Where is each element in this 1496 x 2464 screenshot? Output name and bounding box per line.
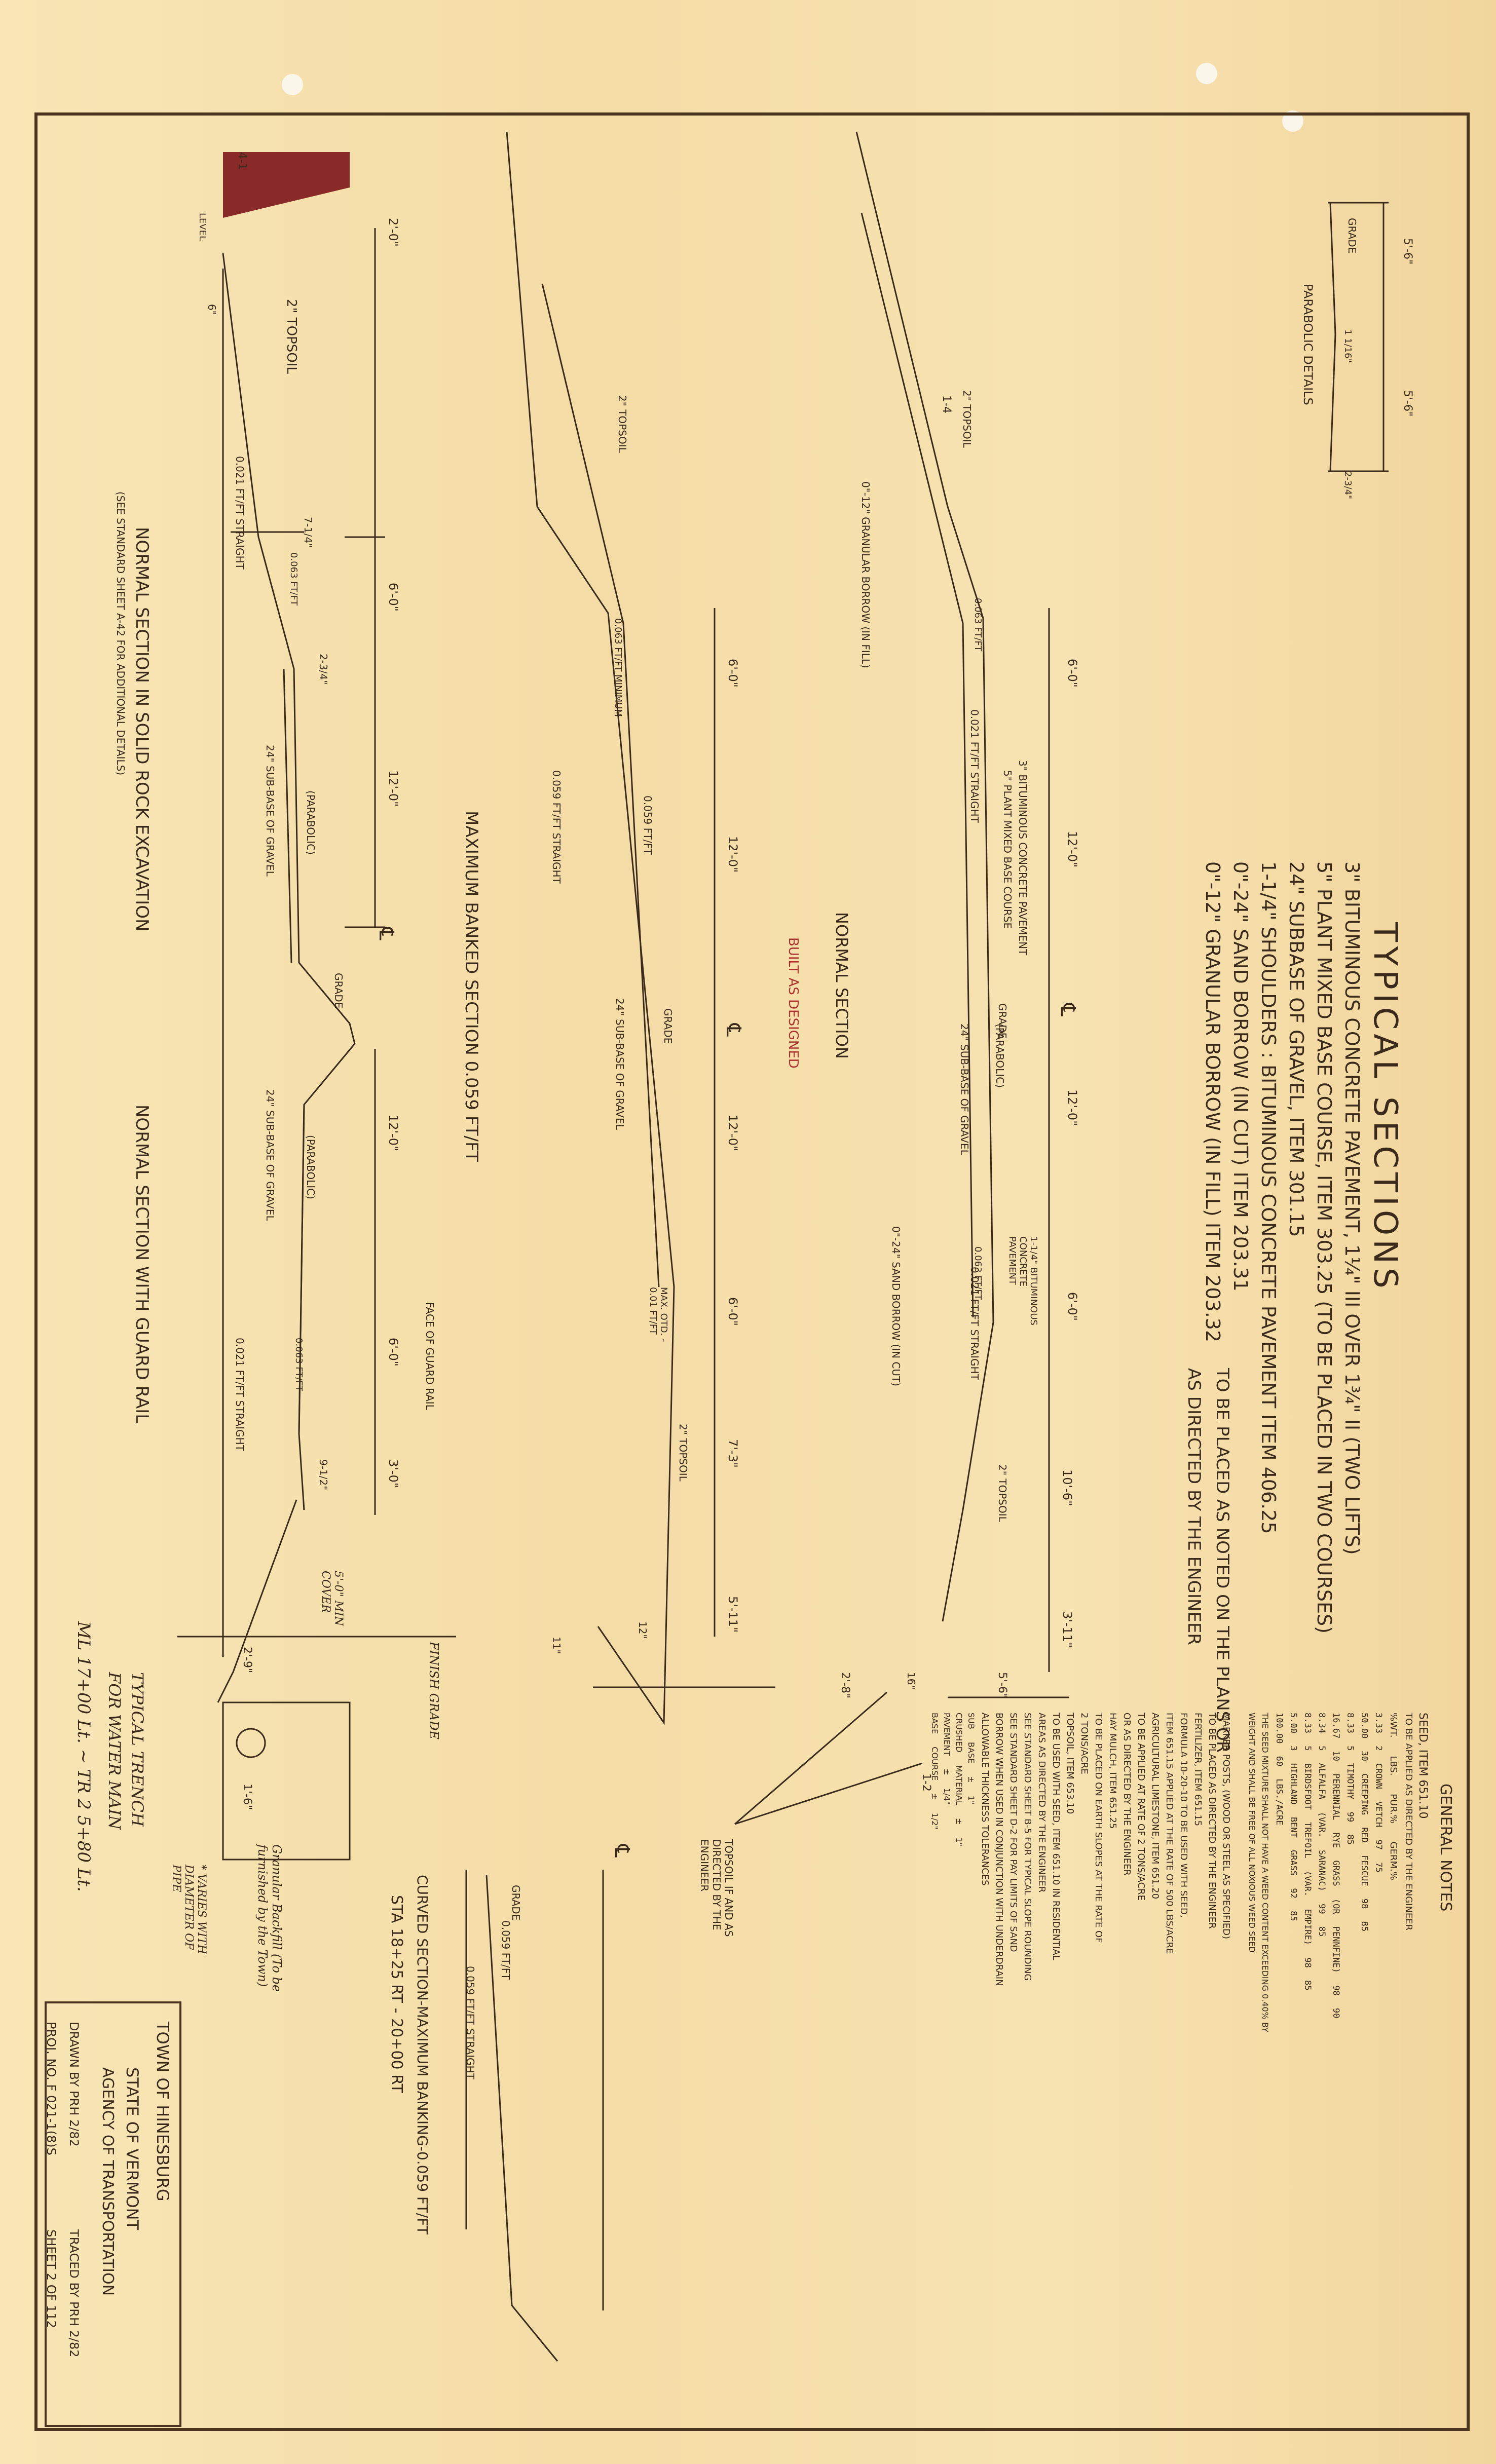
- title-block: [45, 2001, 181, 2427]
- drawing-border: [34, 112, 1470, 2431]
- punch-hole: [1196, 63, 1217, 84]
- punch-hole: [282, 74, 303, 95]
- rock-hatch: [223, 152, 350, 218]
